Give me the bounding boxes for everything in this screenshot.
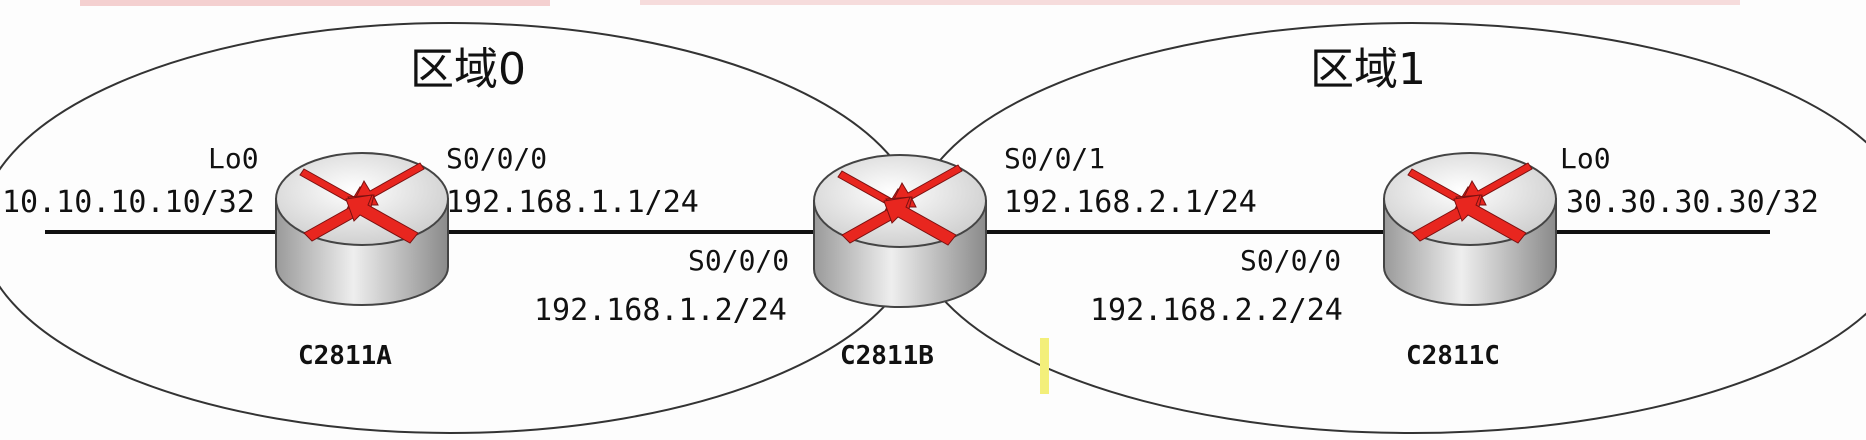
top-cropped-text — [80, 0, 550, 6]
a-lo0-ip: 10.10.10.10/32 — [2, 185, 255, 220]
a-s000-interface: S0/0/0 — [446, 142, 547, 175]
c-s000-ip: 192.168.2.2/24 — [1090, 293, 1343, 328]
router-icon — [813, 154, 987, 308]
router-icon — [275, 152, 449, 306]
top-cropped-text-2 — [640, 0, 1740, 5]
router-a-name: C2811A — [298, 341, 392, 371]
area0-label: 区域0 — [410, 44, 526, 95]
c-lo0-interface: Lo0 — [1560, 142, 1611, 175]
a-lo0-interface: Lo0 — [208, 142, 259, 175]
b-s001-interface: S0/0/1 — [1004, 142, 1105, 175]
text-cursor-mark — [1040, 338, 1049, 394]
router-c-name: C2811C — [1406, 341, 1500, 371]
c-lo0-ip: 30.30.30.30/32 — [1566, 185, 1819, 220]
c-s000-interface: S0/0/0 — [1240, 244, 1341, 277]
b-s000-ip: 192.168.1.2/24 — [534, 293, 787, 328]
router-icon — [1383, 152, 1557, 306]
a-s000-ip: 192.168.1.1/24 — [446, 185, 699, 220]
area1-label: 区域1 — [1310, 44, 1426, 95]
b-s001-ip: 192.168.2.1/24 — [1004, 185, 1257, 220]
router-b-name: C2811B — [840, 341, 934, 371]
b-s000-interface: S0/0/0 — [688, 244, 789, 277]
